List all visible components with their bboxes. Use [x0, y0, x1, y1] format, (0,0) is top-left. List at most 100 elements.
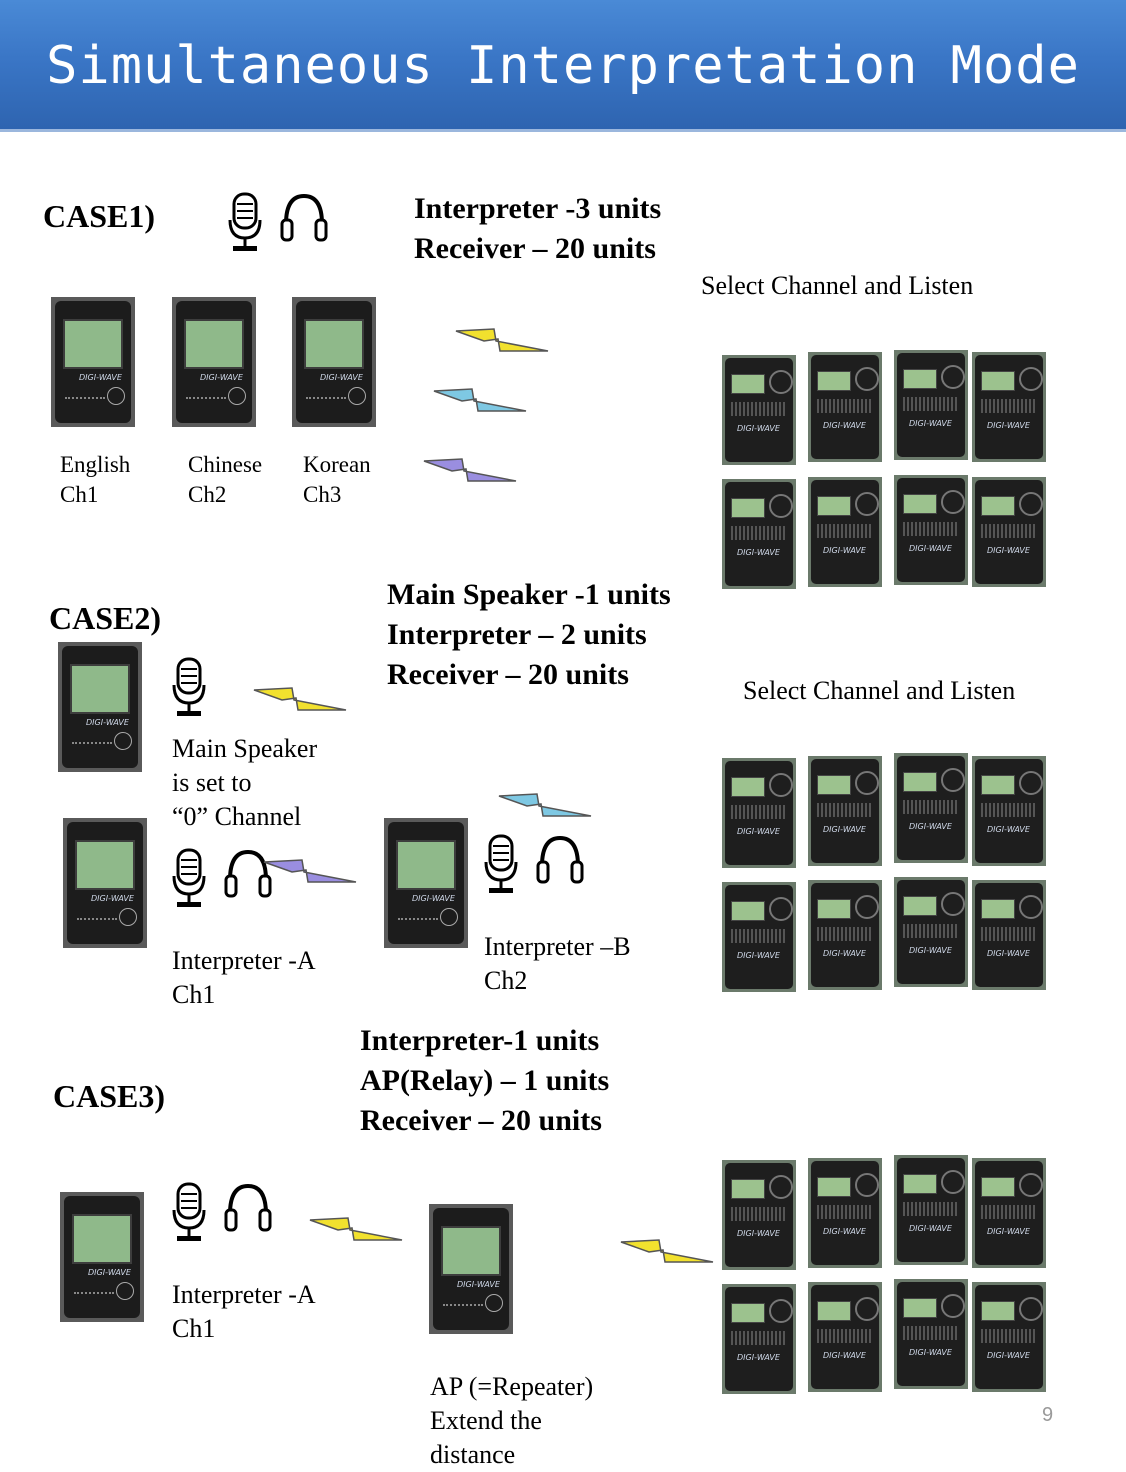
case1-label: CASE1) — [43, 198, 156, 234]
ap-note-line-2: Extend the — [430, 1406, 542, 1435]
device-brand: DIGI-WAVE — [909, 1224, 952, 1233]
headphones-icon — [224, 849, 272, 898]
device-brand: DIGI-WAVE — [412, 894, 455, 903]
device-brand: DIGI-WAVE — [200, 373, 243, 382]
receiver-device: DIGI-WAVE — [808, 477, 882, 587]
receiver-device: DIGI-WAVE — [808, 756, 882, 866]
receiver-device: DIGI-WAVE — [808, 1158, 882, 1268]
main-speaker-note-line-3: “0” Channel — [172, 802, 302, 831]
lightning-bolt-icon — [423, 458, 517, 482]
main-speaker-note-line-2: is set to — [172, 768, 252, 797]
device-brand: DIGI-WAVE — [823, 1351, 866, 1360]
device-brand: DIGI-WAVE — [987, 825, 1030, 834]
channel-label-korean: Korean Ch3 — [303, 450, 371, 510]
language-name: Chinese — [188, 452, 263, 477]
lightning-bolt-icon — [620, 1239, 714, 1263]
case3-interpreter-a-label: Interpreter -A Ch1 — [172, 1278, 316, 1346]
device-brand: DIGI-WAVE — [909, 1348, 952, 1357]
receiver-device: DIGI-WAVE — [722, 758, 796, 868]
case3-heading-line-3: Receiver – 20 units — [360, 1104, 602, 1137]
title-banner: Simultaneous Interpretation Mode — [0, 0, 1126, 132]
case1-heading: Interpreter -3 units Receiver – 20 units — [414, 189, 661, 269]
device-brand: DIGI-WAVE — [987, 421, 1030, 430]
microphone-icon — [172, 1182, 206, 1241]
page-number: 9 — [1042, 1404, 1054, 1426]
device-brand: DIGI-WAVE — [909, 544, 952, 553]
device-brand: DIGI-WAVE — [909, 419, 952, 428]
language-name: Korean — [303, 452, 371, 477]
device-brand: DIGI-WAVE — [88, 1268, 131, 1277]
interpreter-a-name: Interpreter -A — [172, 946, 316, 975]
ap-note: AP (=Repeater) Extend the distance — [430, 1370, 593, 1472]
receiver-device: DIGI-WAVE — [894, 753, 968, 863]
receiver-device: DIGI-WAVE — [972, 477, 1046, 587]
transmitter-device: DIGI-WAVE — [292, 297, 376, 427]
microphone-icon — [484, 834, 518, 893]
case2-heading-line-1: Main Speaker -1 units — [387, 578, 671, 611]
device-brand: DIGI-WAVE — [987, 949, 1030, 958]
receiver-device: DIGI-WAVE — [972, 880, 1046, 990]
device-brand: DIGI-WAVE — [987, 1227, 1030, 1236]
device-brand: DIGI-WAVE — [320, 373, 363, 382]
case2-listen-caption: Select Channel and Listen — [743, 676, 1016, 705]
channel-label-english: English Ch1 — [60, 450, 130, 510]
receiver-device: DIGI-WAVE — [722, 479, 796, 589]
receiver-device: DIGI-WAVE — [722, 882, 796, 992]
device-brand: DIGI-WAVE — [823, 825, 866, 834]
device-brand: DIGI-WAVE — [79, 373, 122, 382]
interpreter-a-channel: Ch1 — [172, 1314, 216, 1343]
language-name: English — [60, 452, 131, 477]
device-brand: DIGI-WAVE — [86, 718, 129, 727]
headphones-icon — [224, 1183, 272, 1232]
channel-number: Ch3 — [303, 482, 342, 507]
receiver-device: DIGI-WAVE — [722, 1160, 796, 1270]
case1-listen-caption: Select Channel and Listen — [701, 271, 974, 300]
transmitter-device: DIGI-WAVE — [51, 297, 135, 427]
device-brand: DIGI-WAVE — [737, 951, 780, 960]
device-brand: DIGI-WAVE — [91, 894, 134, 903]
device-brand: DIGI-WAVE — [823, 421, 866, 430]
device-brand: DIGI-WAVE — [823, 949, 866, 958]
case2-heading-line-2: Interpreter – 2 units — [387, 618, 647, 651]
headphones-icon — [536, 835, 584, 884]
main-speaker-note-line-1: Main Speaker — [172, 734, 318, 763]
case3-heading: Interpreter-1 units AP(Relay) – 1 units … — [360, 1021, 609, 1141]
receiver-device: DIGI-WAVE — [972, 1158, 1046, 1268]
receiver-device: DIGI-WAVE — [972, 1282, 1046, 1392]
device-brand: DIGI-WAVE — [909, 822, 952, 831]
access-point-device: DIGI-WAVE — [429, 1204, 513, 1334]
lightning-bolt-icon — [309, 1217, 403, 1241]
lightning-bolt-icon — [455, 328, 549, 352]
device-brand: DIGI-WAVE — [737, 548, 780, 557]
lightning-bolt-icon — [253, 687, 347, 711]
interpreter-b-channel: Ch2 — [484, 966, 528, 995]
transmitter-device: DIGI-WAVE — [60, 1192, 144, 1322]
page-title: Simultaneous Interpretation Mode — [46, 36, 1080, 96]
device-brand: DIGI-WAVE — [823, 1227, 866, 1236]
interpreter-b-name: Interpreter –B — [484, 932, 631, 961]
ap-note-line-1: AP (=Repeater) — [430, 1372, 594, 1401]
receiver-device: DIGI-WAVE — [894, 877, 968, 987]
ap-note-line-3: distance — [430, 1440, 516, 1469]
device-brand: DIGI-WAVE — [909, 946, 952, 955]
case3-heading-line-1: Interpreter-1 units — [360, 1024, 600, 1057]
device-brand: DIGI-WAVE — [987, 1351, 1030, 1360]
transmitter-device: DIGI-WAVE — [384, 818, 468, 948]
device-brand: DIGI-WAVE — [987, 546, 1030, 555]
channel-number: Ch2 — [188, 482, 227, 507]
receiver-device: DIGI-WAVE — [972, 352, 1046, 462]
receiver-device: DIGI-WAVE — [894, 350, 968, 460]
case3-heading-line-2: AP(Relay) – 1 units — [360, 1064, 610, 1097]
transmitter-device: DIGI-WAVE — [172, 297, 256, 427]
device-brand: DIGI-WAVE — [823, 546, 866, 555]
receiver-device: DIGI-WAVE — [722, 355, 796, 465]
case2-label: CASE2) — [49, 600, 162, 636]
receiver-device: DIGI-WAVE — [722, 1284, 796, 1394]
headphones-icon — [280, 193, 328, 242]
channel-label-chinese: Chinese Ch2 — [188, 450, 262, 510]
lightning-bolt-icon — [433, 388, 527, 412]
device-brand: DIGI-WAVE — [457, 1280, 500, 1289]
interpreter-a-label: Interpreter -A Ch1 — [172, 944, 316, 1012]
case2-heading-line-3: Receiver – 20 units — [387, 658, 629, 691]
device-brand: DIGI-WAVE — [737, 1353, 780, 1362]
